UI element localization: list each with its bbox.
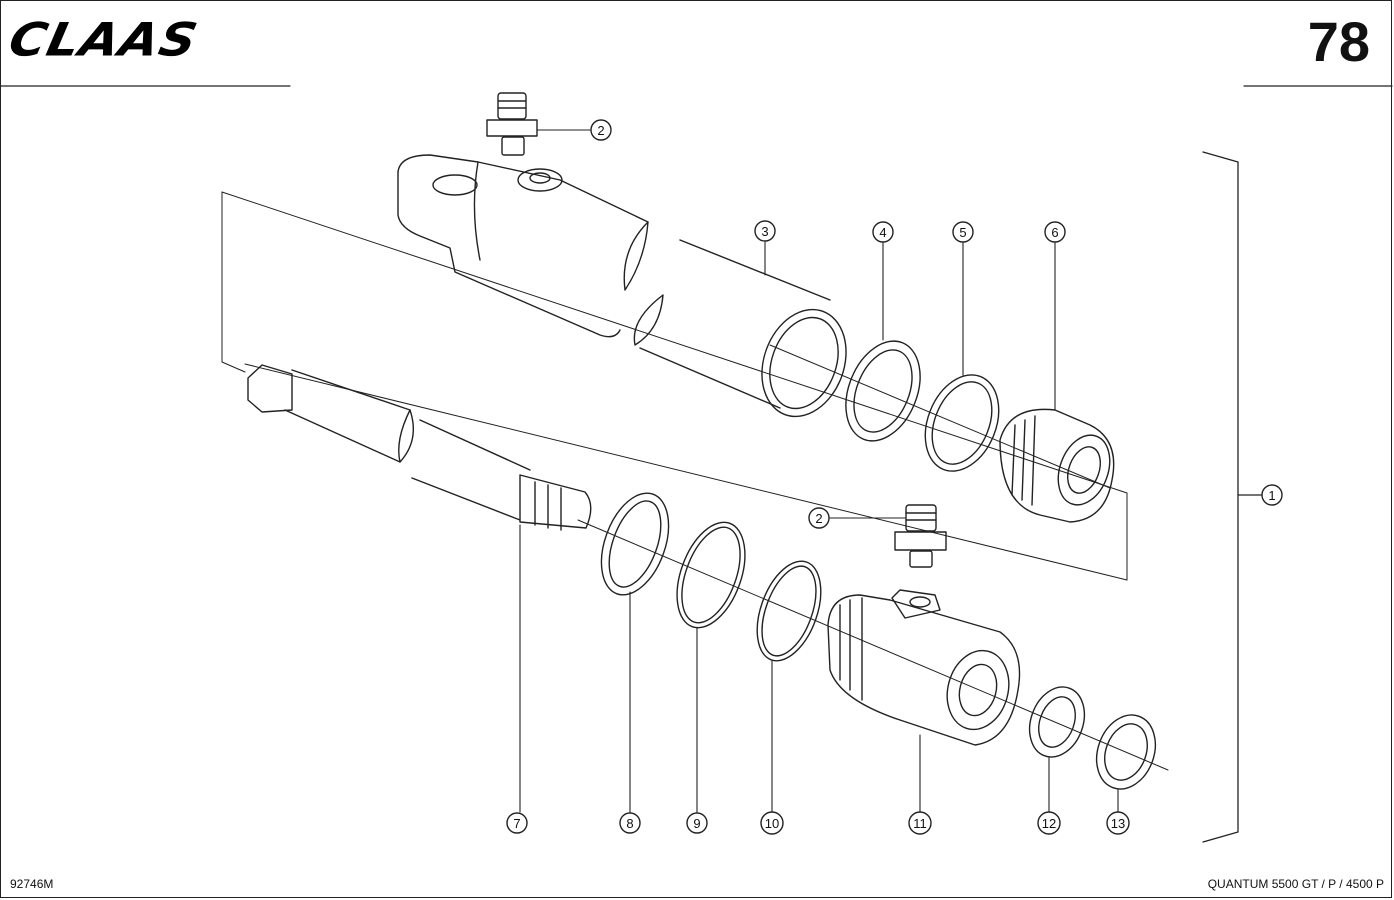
callout-3: 3	[754, 220, 776, 242]
callout-13: 13	[1106, 811, 1130, 835]
callout-11: 11	[908, 811, 932, 835]
callout-4: 4	[872, 221, 894, 243]
piston	[999, 408, 1115, 523]
axis-lines	[221, 191, 1169, 771]
ring-10	[756, 560, 822, 662]
svg-text:13: 13	[1111, 816, 1125, 831]
svg-text:11: 11	[913, 816, 927, 831]
svg-text:1: 1	[1268, 488, 1275, 503]
callout-5: 5	[952, 221, 974, 243]
svg-text:7: 7	[513, 816, 520, 831]
svg-text:8: 8	[626, 816, 633, 831]
model-designation: QUANTUM 5500 GT / P / 4500 P	[1207, 877, 1384, 891]
svg-text:3: 3	[761, 224, 768, 239]
callout-7: 7	[506, 812, 528, 834]
callout-6: 6	[1044, 221, 1066, 243]
callout-2-lower: 2	[808, 507, 830, 529]
svg-text:5: 5	[959, 225, 966, 240]
callout-8: 8	[619, 812, 641, 834]
svg-text:2: 2	[597, 123, 604, 138]
leader-lines	[519, 129, 1119, 813]
drawing-number: 92746M	[10, 877, 54, 891]
callout-9: 9	[686, 812, 708, 834]
ring-9	[676, 521, 746, 629]
callout-2-top: 2	[590, 119, 612, 141]
callout-1: 1	[1261, 484, 1283, 506]
seal-12	[1028, 686, 1086, 758]
svg-text:6: 6	[1051, 225, 1058, 240]
ring-4	[845, 340, 921, 442]
piston-rod	[247, 364, 592, 531]
svg-text:2: 2	[815, 511, 822, 526]
callout-12: 12	[1037, 811, 1061, 835]
fitting-lower	[894, 504, 947, 568]
page-number: 78	[1307, 10, 1370, 73]
seal-13	[1095, 714, 1157, 790]
assembly-bracket	[1202, 151, 1263, 843]
svg-text:10: 10	[765, 816, 779, 831]
cylinder-head	[827, 589, 1021, 746]
cylinder-tube	[397, 154, 847, 418]
svg-text:12: 12	[1042, 816, 1056, 831]
ring-5	[924, 374, 1000, 472]
svg-text:9: 9	[693, 816, 700, 831]
ring-8	[600, 492, 670, 596]
fitting-top	[486, 92, 538, 156]
svg-text:4: 4	[879, 225, 886, 240]
callout-10: 10	[760, 811, 784, 835]
